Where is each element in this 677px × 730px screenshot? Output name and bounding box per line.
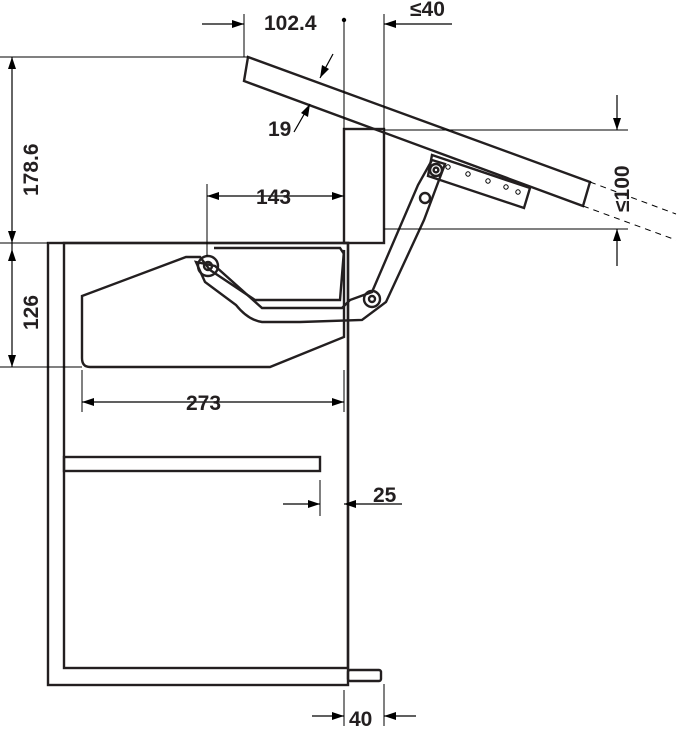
dim-side-thickness: 40 [349,708,372,730]
dim-setback: 25 [373,484,397,507]
dimension-lines [8,20,621,720]
flap-mounting-bracket [426,153,532,210]
lift-arm [193,158,447,324]
extension-lines [0,14,677,726]
flap-door [242,55,592,208]
dim-flap-offset: 102.4 [264,12,317,35]
dim-pivot-to-side: 143 [256,186,291,209]
dim-height-above-cabinet: 178.6 [20,143,43,196]
dim-flap-thickness: 19 [268,118,291,141]
dim-fitting-height: 126 [20,295,43,330]
dim-max-clearance: ≤100 [611,165,634,212]
dimension-labels: 102.4 ≤40 19 178.6 126 ≤100 143 273 25 4… [20,0,634,730]
dim-fitting-length: 273 [186,392,221,415]
lift-mechanism-housing [80,246,346,369]
side-panel-upper [342,127,386,245]
cabinet [46,241,383,687]
dim-max-overhang: ≤40 [410,0,445,21]
